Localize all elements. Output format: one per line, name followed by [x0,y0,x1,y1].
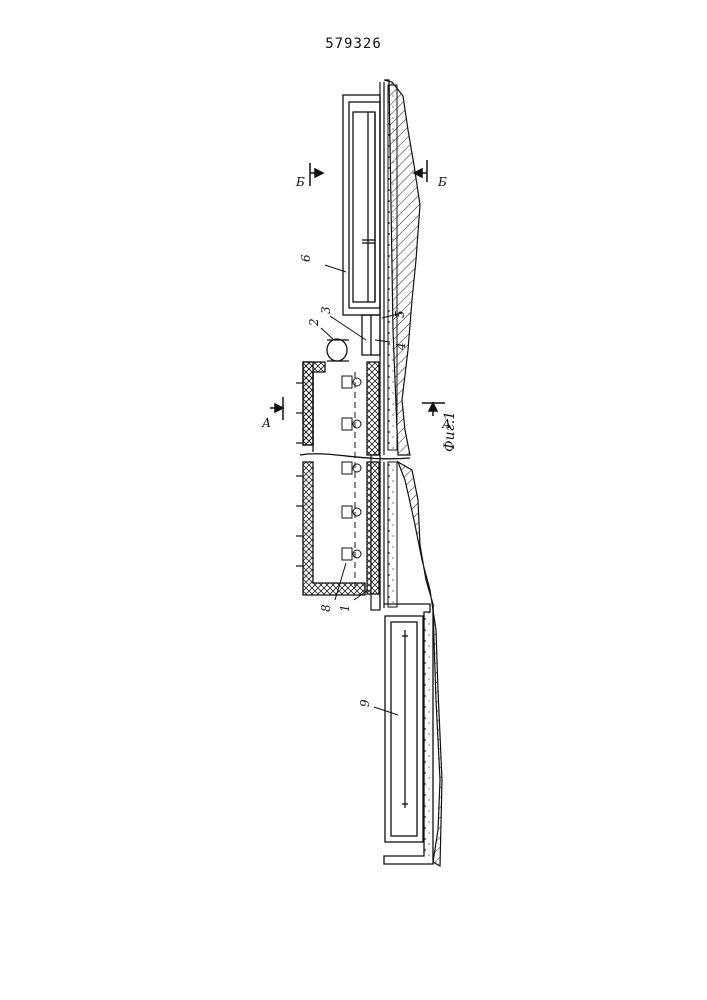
concrete-layer-lower [388,462,397,607]
callout-6: 8 [319,604,333,612]
callout-9: 9 [358,699,372,707]
section-mark-b-right-label: Б [437,175,447,189]
roller-2 [327,339,349,361]
section-mark-a-left [270,397,283,420]
section-mark-a-left-label: А [261,416,271,430]
figure-caption: Фиг.1 [442,411,458,452]
callout-1: 1 [338,604,352,612]
cart-row [342,372,361,590]
section-mark-b-left [310,163,323,186]
pit-concrete [424,612,433,856]
unit-8 [343,95,380,355]
concrete-layer-upper [388,85,397,450]
callout-2: 2 [307,318,321,327]
callout-4: 4 [394,342,408,351]
chamber-lower [303,462,379,595]
chamber-ribs [296,383,303,566]
unit-9 [385,616,423,842]
callout-8: 6 [299,254,313,262]
callout-5: 5 [393,310,407,318]
chamber-upper [303,362,379,455]
callout-3: 3 [319,306,333,314]
section-mark-b-left-label: Б [295,175,305,189]
